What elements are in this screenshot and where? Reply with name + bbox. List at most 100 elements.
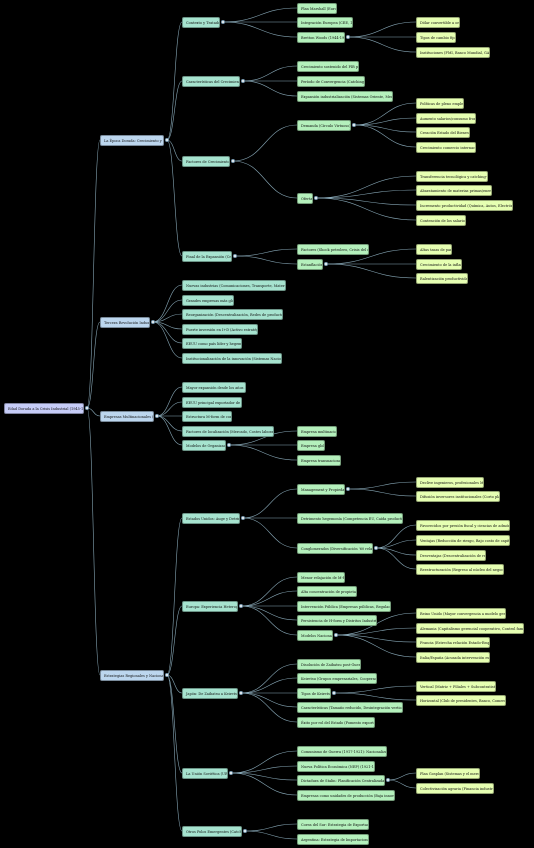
node-modelos-de-organizacion[interactable]: Modelos de Organización (182, 439, 226, 451)
node-la-epoca-dorada-crecimiento-y-pla[interactable]: La Época Dorada: Crecimiento y Pla (100, 134, 164, 146)
node-reestructuracion-regreso-al-nucleo-del-n[interactable]: Reestructuración (Regreso al núcleo del … (416, 563, 504, 575)
node-aumento-salarios-consumo-fronterizo[interactable]: Aumento salarios/consumo fronterizo (416, 112, 476, 124)
node-francia-estrecha-relacion-estado-empresa[interactable]: Francia (Estrecha relación Estado-Empres… (416, 636, 490, 648)
node-altas-tasas-de-paro[interactable]: Altas tasas de paro (416, 243, 452, 255)
node-mayor-expansion-desde-los-anos-50s[interactable]: Mayor expansión desde los años 50s (182, 381, 246, 393)
collapse-toggle[interactable] (239, 691, 243, 695)
node-periodo-de-convergencia-catching-up[interactable]: Período de Convergencia (Catching-up) (297, 75, 365, 87)
collapse-toggle[interactable] (231, 159, 235, 163)
node-nueva-politica-economica-nep-1921-1928[interactable]: Nueva Política Económica (NEP) (1921-192… (297, 760, 375, 772)
node-difusion-inversores-institucionales-cort[interactable]: Difusión inversores institucionales (Cor… (416, 490, 500, 502)
node-reino-unido-mayor-convergencia-a-modelo-[interactable]: Reino Unido (Mayor convergencia a modelo… (416, 607, 506, 619)
node-plan-marshall-europa[interactable]: Plan Marshall (Europa) (297, 2, 337, 14)
node-empresa-transnacional[interactable]: Empresa transnacional (297, 454, 341, 466)
node-keiretsu-grupos-empresariales-cooperacio[interactable]: Keiretsu (Grupos empresariales, Cooperac… (297, 672, 377, 684)
collapse-toggle[interactable] (241, 79, 245, 83)
node-colectivizacion-agraria-financia-industr[interactable]: Colectivización agraria (Financia indust… (416, 782, 494, 794)
node-dictadura-de-stalin-planificacion-centra[interactable]: Dictadura de Stalin: Planificación Centr… (297, 774, 385, 786)
collapse-toggle[interactable] (386, 778, 390, 782)
node-management-y-propiedad[interactable]: Management y Propiedad (297, 483, 345, 495)
node-alta-concentracion-de-propietarios[interactable]: Alta concentración de propietarios (297, 585, 357, 597)
node-vertical-matriz-filiales-subcontratistas[interactable]: Vertical (Matriz + Filiales + Subcontrat… (416, 680, 496, 692)
node-oferta[interactable]: Oferta (297, 192, 313, 204)
node-horizontal-club-de-presidentes-banco-com[interactable]: Horizontal (Club de presidentes, Banco, … (416, 694, 506, 706)
node-empresa-multinacional[interactable]: Empresa multinacional (297, 425, 337, 437)
node-expansion-industrializacion-sistemas-ori[interactable]: Expansión industrialización (Sistemas Or… (297, 90, 393, 102)
node-empresa-global[interactable]: Empresa global (297, 439, 325, 451)
collapse-toggle[interactable] (346, 487, 350, 491)
node-caracteristicas-del-crecimiento[interactable]: Características del Crecimiento (182, 75, 240, 87)
node-europa-experiencia-heterogenea[interactable]: Europa: Experiencia Heterogénea (182, 600, 238, 612)
collapse-toggle[interactable] (352, 123, 356, 127)
node-integracion-europea-cee-1957[interactable]: Integración Europea (CEE, 1957) (297, 16, 353, 28)
node-tipos-de-cambio-fijos[interactable]: Tipos de cambio fijos (416, 31, 456, 43)
collapse-toggle[interactable] (241, 516, 245, 520)
node-modelos-nacionales[interactable]: Modelos Nacionales (297, 629, 333, 641)
node-factores-de-crecimiento[interactable]: Factores de Crecimiento (182, 155, 230, 167)
collapse-toggle[interactable] (155, 414, 159, 418)
node-estrategias-regionales-y-nacionales[interactable]: Estrategias Regionales y Nacionales (100, 669, 164, 681)
node-crecimiento-sostenido-del-pib-p-c[interactable]: Crecimiento sostenido del PIB p.c. (297, 60, 359, 72)
node-caracteristicas-tamano-reducido-desinteg[interactable]: Características (Tamaño reducido, Desint… (297, 701, 403, 713)
node-dolar-convertible-a-oro[interactable]: Dólar convertible a oro (416, 16, 460, 28)
collapse-toggle[interactable] (233, 254, 237, 258)
node-grandes-empresas-mas-globales[interactable]: Grandes empresas más globales (182, 294, 234, 306)
collapse-toggle[interactable] (239, 604, 243, 608)
node-disolucion-de-zaibatsu-post-guerra[interactable]: Disolución de Zaibatsu post-Guerra (297, 658, 361, 670)
collapse-toggle[interactable] (229, 771, 233, 775)
node-declive-ingenieros-profesionales-mba[interactable]: Declive ingenieros, profesionales MBA (416, 476, 484, 488)
collapse-toggle[interactable] (243, 829, 247, 833)
node-tercera-revolucion-industrial[interactable]: Tercera Revolución Industrial (100, 316, 150, 328)
node-reorganizacion-descentralizacion-redes-d[interactable]: Reorganización (Descentralización, Redes… (182, 308, 283, 320)
node-ralentizacion-productividad[interactable]: Ralentización productividad (416, 272, 468, 284)
node-instituciones-fmi-banco-mundial-gatt[interactable]: Instituciones (FMI, Banco Mundial, GATT) (416, 46, 490, 58)
node-eeuu-como-pais-lider-y-hegemonia[interactable]: EEUU como país líder y hegemonía (182, 337, 242, 349)
node-favorecidos-por-presion-fiscal-y-ciencia[interactable]: Favorecidos por presión fiscal y ciencia… (416, 519, 510, 531)
collapse-toggle[interactable] (165, 138, 169, 142)
collapse-toggle[interactable] (324, 262, 328, 266)
node-bretton-woods-1944-1971[interactable]: Bretton Woods (1944-1971) (297, 31, 345, 43)
collapse-toggle[interactable] (374, 546, 378, 550)
node-japon-de-zaibatsu-a-keiretsu[interactable]: Japón: De Zaibatsu a Keiretsu (182, 687, 238, 699)
node-corea-del-sur-estrategia-de-exportacione[interactable]: Corea del Sur: Estrategia de Exportacion… (297, 818, 369, 830)
node-exito-por-rol-del-estado-fomento-exporta[interactable]: Éxito por rol del Estado (Fomento export… (297, 716, 375, 728)
node-comunismo-de-guerra-1917-1921-nacionaliz[interactable]: Comunismo de Guerra (1917-1921): Naciona… (297, 745, 387, 757)
collapse-toggle[interactable] (346, 35, 350, 39)
node-factores-shock-petrolero-crisis-del-dola[interactable]: Factores (Shock petrolero, Crisis del dó… (297, 243, 369, 255)
node-institucionalizacion-de-la-innovacion-si[interactable]: Institucionalización de la innovación (S… (182, 352, 282, 364)
node-intervencion-publica-empresas-publicas-r[interactable]: Intervención Pública (Empresas públicas,… (297, 600, 391, 612)
node-plan-gosplan-sistemas-y-el-mercado[interactable]: Plan Gosplan (Sistemas y el mercado) (416, 767, 480, 779)
node-eeuu-principal-exportador-de-capital[interactable]: EEUU principal exportador de capital (182, 396, 242, 408)
node-ventajas-reduccion-de-riesgo-bajo-costo-[interactable]: Ventajas (Reducción de riesgo, Bajo cost… (416, 534, 510, 546)
node-fuerte-inversion-en-i-d-activo-estrategi[interactable]: Fuerte inversión en I+D (Activo estratég… (182, 323, 258, 335)
node-abaratamiento-de-materias-primas-energia[interactable]: Abaratamiento de materias primas/energía (416, 184, 492, 196)
collapse-toggle[interactable] (165, 673, 169, 677)
node-contexto-y-tratados[interactable]: Contexto y Tratados (182, 16, 220, 28)
node-nuevas-industrias-comunicaciones-transpo[interactable]: Nuevas industrias (Comunicaciones, Trans… (182, 279, 286, 291)
node-final-de-la-expansion-crisis[interactable]: Final de la Expansión (Crisis) (182, 250, 232, 262)
node-empresas-multinacionales-emn[interactable]: Empresas Multinacionales (EMN) (100, 410, 154, 422)
node-crecimiento-comercio-internacional[interactable]: Crecimiento comercio internacional (416, 141, 476, 153)
node-incremento-productividad-quimica-autos-e[interactable]: Incremento productividad (Química, Autos… (416, 199, 513, 211)
node-menor-relajacion-de-m-form[interactable]: Menor relajación de M-form (297, 571, 345, 583)
collapse-toggle[interactable] (227, 443, 231, 447)
node-persistencia-de-h-form-y-distritos-indus[interactable]: Persistencia de H-form y Distritos Indus… (297, 614, 377, 626)
node-tipos-de-keiretsu[interactable]: Tipos de Keiretsu (297, 687, 331, 699)
node-contencion-de-los-salarios[interactable]: Contención de los salarios (416, 214, 466, 226)
node-creacion-estado-del-bienestar[interactable]: Creación Estado del Bienestar (416, 126, 470, 138)
node-otros-polos-emergentes-catching-up[interactable]: Otros Polos Emergentes (Catching-up) (182, 825, 242, 837)
collapse-toggle[interactable] (334, 633, 338, 637)
node-alemania-capitalismo-gerencial-cooperati[interactable]: Alemania (Capitalismo gerencial cooperat… (416, 622, 524, 634)
collapse-toggle[interactable] (221, 20, 225, 24)
node-estados-unidos-auge-y-detrimento[interactable]: Estados Unidos: Auge y Detrimento (182, 512, 240, 524)
node-detrimento-hegemonia-competencia-eu-caid[interactable]: Detrimento hegemonía (Competencia EU, Ca… (297, 512, 403, 524)
node-argentina-estrategia-de-importaciones-is[interactable]: Argentina: Estrategia de Importaciones (… (297, 833, 369, 845)
node-desventajas-descentralizacion-de-recurso[interactable]: Desventajas (Descentralización de recurs… (416, 549, 486, 561)
collapse-toggle[interactable] (314, 196, 318, 200)
node-estructura-m-form-de-control[interactable]: Estructura M-form de control (182, 410, 232, 422)
node-politicas-de-pleno-empleo[interactable]: Políticas de pleno empleo (416, 97, 464, 109)
node-la-union-sovietica-urss[interactable]: La Unión Soviética (URSS) (182, 767, 228, 779)
collapse-toggle[interactable] (151, 320, 155, 324)
node-edad-dorada-a-la-crisis-industrial-1945-[interactable]: Edad Dorada a la Crisis Industrial (1945… (4, 402, 84, 414)
node-estanflacion[interactable]: Estanflación (297, 258, 323, 270)
